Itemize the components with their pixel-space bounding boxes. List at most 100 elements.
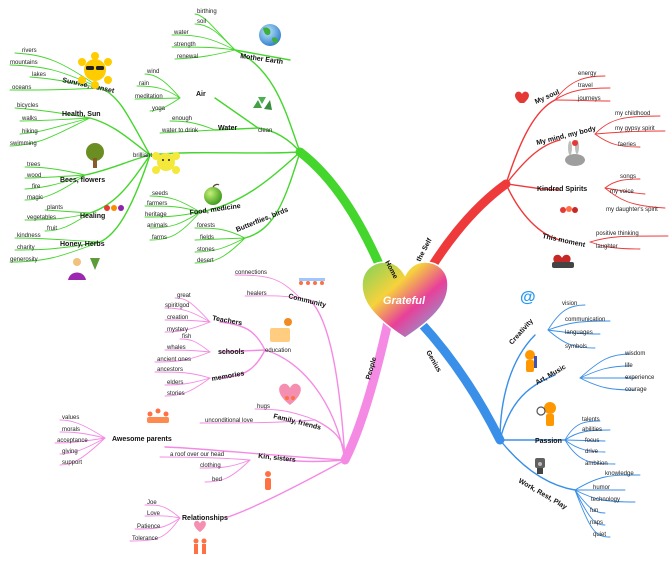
bees-item: wood	[26, 173, 41, 179]
art-item: experience	[625, 375, 655, 381]
work-item: humor	[593, 485, 610, 491]
list-my-soul: energy travel journeys	[577, 71, 601, 102]
mind-item: faeries	[618, 142, 636, 148]
schools-item: whales	[166, 345, 186, 351]
label-bees: Bees, flowers	[60, 177, 105, 184]
parents-item: values	[62, 415, 79, 421]
list-kindred: songs my voice my daughter's spirit	[606, 174, 658, 213]
mother-earth-item: water	[173, 30, 189, 36]
love-couple-icon	[193, 520, 207, 554]
art-item: wisdom	[624, 351, 645, 357]
community-item: connections	[235, 270, 267, 276]
label-memories: memories	[211, 370, 245, 383]
kindred-item: my voice	[610, 189, 634, 195]
sun-icon	[78, 52, 112, 89]
creativity-item: vision	[562, 301, 577, 307]
water-item: enough	[172, 116, 192, 122]
list-sunrise: rivers mountains lakes oceans	[10, 48, 46, 91]
passion-item: talents	[582, 417, 600, 423]
list-work: knowledge humor technology fun naps quie…	[590, 471, 634, 538]
label-brilliant: brilliant	[133, 153, 152, 159]
list-memories: ancestors elders stories	[157, 367, 185, 397]
food-item: farms	[152, 235, 167, 241]
branch-genius	[499, 304, 641, 538]
moment-item: positive thinking	[596, 231, 639, 237]
list-creativity: vision communication languages symbols	[562, 301, 605, 350]
list-mother-earth: birthing soil water strength renewal	[173, 9, 217, 60]
center-heart[interactable]: Grateful	[361, 261, 449, 339]
parents-item: support	[62, 460, 82, 466]
label-family: Family, friends	[273, 413, 322, 432]
label-schools: schools	[218, 349, 245, 356]
apple-icon	[204, 183, 222, 205]
food-item: heritage	[145, 212, 167, 218]
list-passion: talents abilities focus drive ambition	[582, 417, 608, 467]
family-item: unconditional love	[205, 418, 254, 424]
sunrise-item: oceans	[12, 85, 31, 91]
work-item: knowledge	[605, 471, 634, 477]
trunk-genius[interactable]	[415, 317, 505, 445]
list-air: wind rain meditation yoga	[135, 69, 166, 112]
label-moment: This moment	[542, 233, 587, 249]
label-healing: Healing	[80, 213, 105, 220]
list-water: enough water to drink	[161, 116, 199, 134]
healing-item: vegetables	[27, 215, 56, 221]
branch-people	[54, 274, 346, 542]
butterflies-item: fields	[200, 235, 214, 241]
work-item: quiet	[593, 532, 606, 538]
air-item: wind	[146, 69, 159, 75]
mind-item: my gypsy spirit	[615, 126, 655, 132]
work-item: fun	[590, 508, 598, 514]
relationships-item: Love	[147, 511, 161, 517]
parents-item: giving	[62, 449, 78, 455]
label-parents: Awesome parents	[112, 436, 172, 443]
teachers-item: mystery	[167, 327, 188, 333]
robot-icon	[535, 458, 545, 474]
list-parents: values morals acceptance giving support	[57, 415, 88, 466]
kin-item: clothing	[200, 463, 221, 469]
food-item: farmers	[147, 201, 167, 207]
sunrise-item: rivers	[22, 48, 37, 54]
label-clean: clean	[258, 128, 272, 134]
butterflies-item: stones	[197, 247, 215, 253]
passion-item: ambition	[585, 461, 608, 467]
schools-item: ancient ones	[157, 357, 191, 363]
kin-item: a roof over our head	[170, 452, 224, 458]
label-food: Food, medicine	[189, 203, 241, 217]
meditation-figure-icon	[68, 258, 100, 280]
at-sign-icon: @	[520, 289, 536, 306]
recycle-icon	[253, 97, 272, 110]
sunrise-item: lakes	[32, 72, 46, 78]
label-water: Water	[218, 125, 237, 132]
relationships-item: Patience	[137, 524, 161, 530]
work-item: naps	[590, 520, 603, 526]
honey-item: charity	[17, 245, 35, 251]
branch-home	[9, 13, 301, 264]
passion-item: drive	[585, 449, 599, 455]
heart-figure-icon	[515, 91, 529, 103]
vegetables-icon	[104, 205, 124, 211]
parents-figures-icon	[147, 408, 169, 423]
trunk-people[interactable]	[340, 317, 393, 465]
magnifier-figure-icon	[536, 402, 556, 426]
bees-item: magic	[27, 195, 43, 201]
water-item: water to drink	[161, 128, 199, 134]
list-art-music: wisdom life experience courage	[624, 351, 655, 393]
honey-item: generosity	[10, 257, 38, 263]
health-item: walks	[21, 116, 37, 122]
list-butterflies: forests fields stones desert	[197, 223, 215, 264]
creativity-item: symbols	[565, 344, 587, 350]
mind-item: my childhood	[615, 111, 650, 117]
mother-earth-item: renewal	[177, 54, 198, 60]
healing-item: plants	[47, 205, 63, 211]
community-people-icon	[299, 278, 325, 285]
list-health: bicycles walks hiking swimming	[10, 103, 38, 147]
mother-earth-item: birthing	[197, 9, 217, 15]
memories-item: ancestors	[157, 367, 183, 373]
list-family: hugs unconditional love	[205, 404, 270, 424]
list-moment: positive thinking laughter	[596, 231, 639, 250]
soul-item: energy	[578, 71, 596, 77]
svg-text:@: @	[520, 289, 536, 306]
list-kin: a roof over our head clothing bed	[170, 452, 224, 483]
kindred-item: songs	[620, 174, 636, 180]
